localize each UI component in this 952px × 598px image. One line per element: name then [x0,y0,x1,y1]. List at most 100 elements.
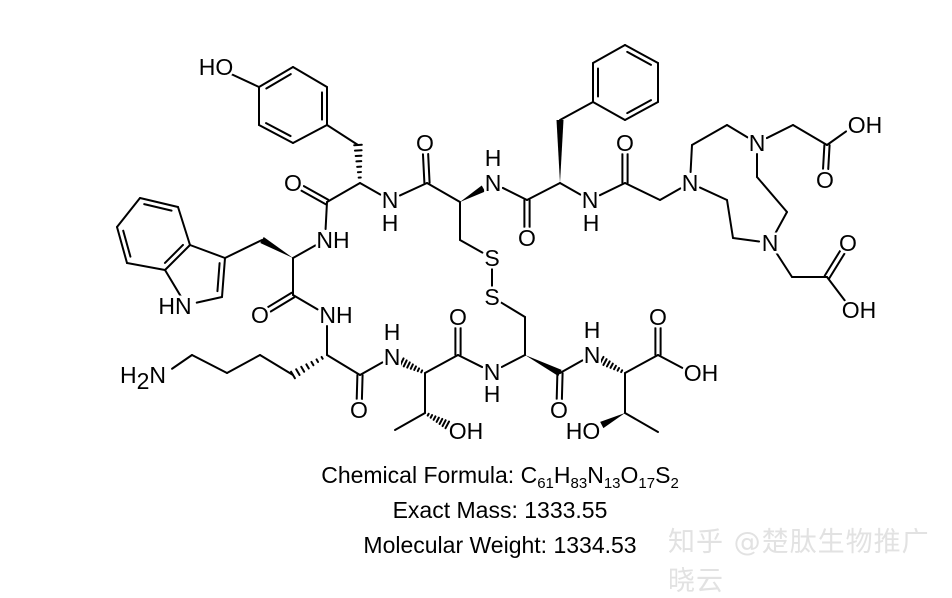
hashed-bond [404,360,407,366]
hydrogen-label: H [583,210,600,236]
hashed-bond [311,362,313,365]
hydrogen-label: H [584,317,601,343]
ring-bond [222,258,225,297]
ring-double-bond [627,100,651,113]
tyr-hydroxyl-label: HO [199,54,234,80]
single-bond [427,183,460,202]
oxygen-label: O [350,397,368,423]
hydrogen-label: H [485,145,502,171]
single-bond [192,355,227,373]
watermark: 知乎 @楚肽生物推广晓云 [668,520,952,598]
single-bond [127,263,165,270]
sulfur-label: S [484,245,499,271]
hashed-bond [440,419,443,424]
single-bond [660,188,680,200]
hydroxyl-label: OH [848,112,883,138]
single-bond [593,45,625,63]
nitrogen-label: N [485,170,502,196]
chemical-formula: Chemical Formula: C61H83N13O17S2 [0,462,952,489]
ring-bond [165,245,190,270]
hashed-bond [621,370,622,372]
single-bond [360,183,380,195]
ring-bond [259,67,293,87]
hashed-bond [437,418,439,422]
atom-labels: HO O N H O N H S S O N H O N N N OH O O … [120,54,882,444]
hashed-bond [607,361,610,366]
single-bond [460,240,482,253]
ring-double-bond [627,52,651,65]
single-bond [776,252,792,277]
ring-bond [117,227,127,263]
single-bond [395,413,425,430]
double-bond [828,145,829,169]
single-bond [425,355,458,373]
wedge-bond [260,237,293,258]
single-bond [560,102,593,120]
single-bond [360,362,382,375]
single-bond [502,355,525,367]
nitrogen-label: N [384,344,401,370]
nitrogen-label: N [762,230,779,256]
hydroxyl-label: OH [842,297,877,323]
single-bond [691,145,692,172]
nitrogen-label: N [682,170,699,196]
single-bond [293,245,315,258]
single-bond [593,102,625,120]
hashed-bond [301,367,304,372]
hashed-bond [614,366,616,369]
hashed-bond [434,416,436,419]
single-bond [727,200,733,238]
hydroxyl-label: HO [566,418,601,444]
ring-bond [140,198,178,207]
single-bond [293,295,318,309]
single-bond [458,355,482,367]
nitrogen-label: N [584,342,601,368]
hydrogen-label: H [384,319,401,345]
hydrogen-label: H [484,381,501,407]
single-bond [293,125,327,143]
hydroxyl-label: OH [449,418,484,444]
single-bond [227,355,260,373]
single-bond [727,125,748,137]
hydroxyl-label: OH [684,360,719,386]
single-bond [178,207,190,245]
bonds [117,45,846,432]
hashed-bond [603,359,606,365]
oxygen-label: O [416,130,434,156]
hashed-bond [414,366,416,370]
single-bond [625,355,658,373]
single-bond [400,183,427,195]
wedge-bond [600,413,625,428]
double-bond [304,186,328,200]
single-bond [600,183,625,195]
single-bond [260,355,293,375]
hashed-bond [411,364,413,368]
hashed-bond [443,420,446,426]
single-bond [165,270,180,296]
hashed-bond [306,364,308,368]
wedge-bond [525,355,562,376]
oxygen-label: O [518,225,536,251]
single-bond [327,355,360,375]
double-bond [357,375,358,399]
single-bond [560,183,580,195]
hashed-bond [618,368,619,371]
single-bond [692,125,727,145]
hashed-bond [431,415,432,418]
single-bond [190,245,225,258]
hashed-bond [610,364,612,368]
double-bond [428,154,429,183]
single-bond [327,183,360,202]
oxygen-label: O [449,304,467,330]
single-bond [117,198,140,227]
oxygen-label: O [816,167,834,193]
hashed-bond [317,359,319,362]
single-bond [501,303,525,317]
amide-nh-label: NH [316,227,349,253]
single-bond [197,297,222,303]
single-bond [757,177,787,212]
single-bond [503,188,527,200]
oxygen-label: O [649,304,667,330]
single-bond [827,131,846,145]
double-bond [362,375,363,399]
